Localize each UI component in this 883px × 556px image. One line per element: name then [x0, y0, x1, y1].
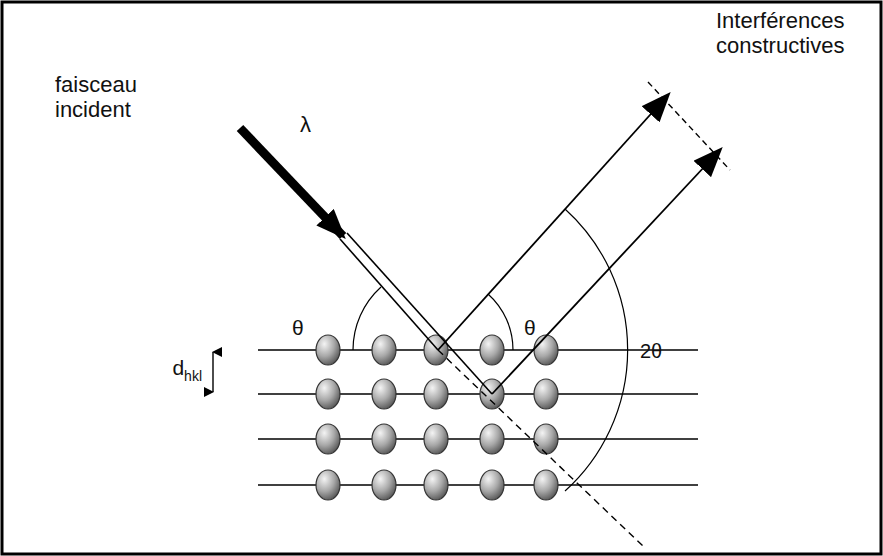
- wavefront: [648, 82, 730, 170]
- atom: [316, 470, 340, 500]
- diffracted-ray: [492, 150, 720, 394]
- incident-ray: [340, 239, 438, 350]
- atom: [480, 424, 504, 454]
- atom: [316, 424, 340, 454]
- angle-arc: [353, 287, 381, 350]
- angle-label: θ: [292, 316, 304, 340]
- atom: [534, 470, 558, 500]
- angle-arc: [565, 209, 628, 491]
- atom: [424, 424, 448, 454]
- atom: [316, 379, 340, 409]
- atom: [372, 470, 396, 500]
- diffracted-ray: [438, 95, 668, 350]
- interference-label: Interférences constructives: [716, 8, 876, 59]
- atom: [424, 470, 448, 500]
- spacing-arrow: [212, 352, 213, 392]
- atom: [372, 379, 396, 409]
- beam-label: faisceau incident: [55, 72, 165, 123]
- spacing-label: d: [172, 356, 184, 380]
- atom: [424, 379, 448, 409]
- incident-beam-arrow: [240, 128, 343, 236]
- angle-label: 2θ: [640, 340, 662, 363]
- atom: [534, 335, 558, 365]
- spacing-subscript: hkl: [184, 368, 202, 384]
- atom: [424, 335, 448, 365]
- atom: [316, 335, 340, 365]
- atom: [372, 424, 396, 454]
- angle-label: θ: [524, 316, 536, 340]
- extended-beam: [438, 350, 645, 548]
- wavelength-symbol: λ: [300, 112, 311, 137]
- lattice-planes: [258, 350, 698, 485]
- atom: [480, 470, 504, 500]
- atom: [534, 424, 558, 454]
- angle-arc: [488, 294, 513, 350]
- atom: [480, 335, 504, 365]
- atom: [534, 379, 558, 409]
- atoms: [316, 335, 558, 500]
- atom: [372, 335, 396, 365]
